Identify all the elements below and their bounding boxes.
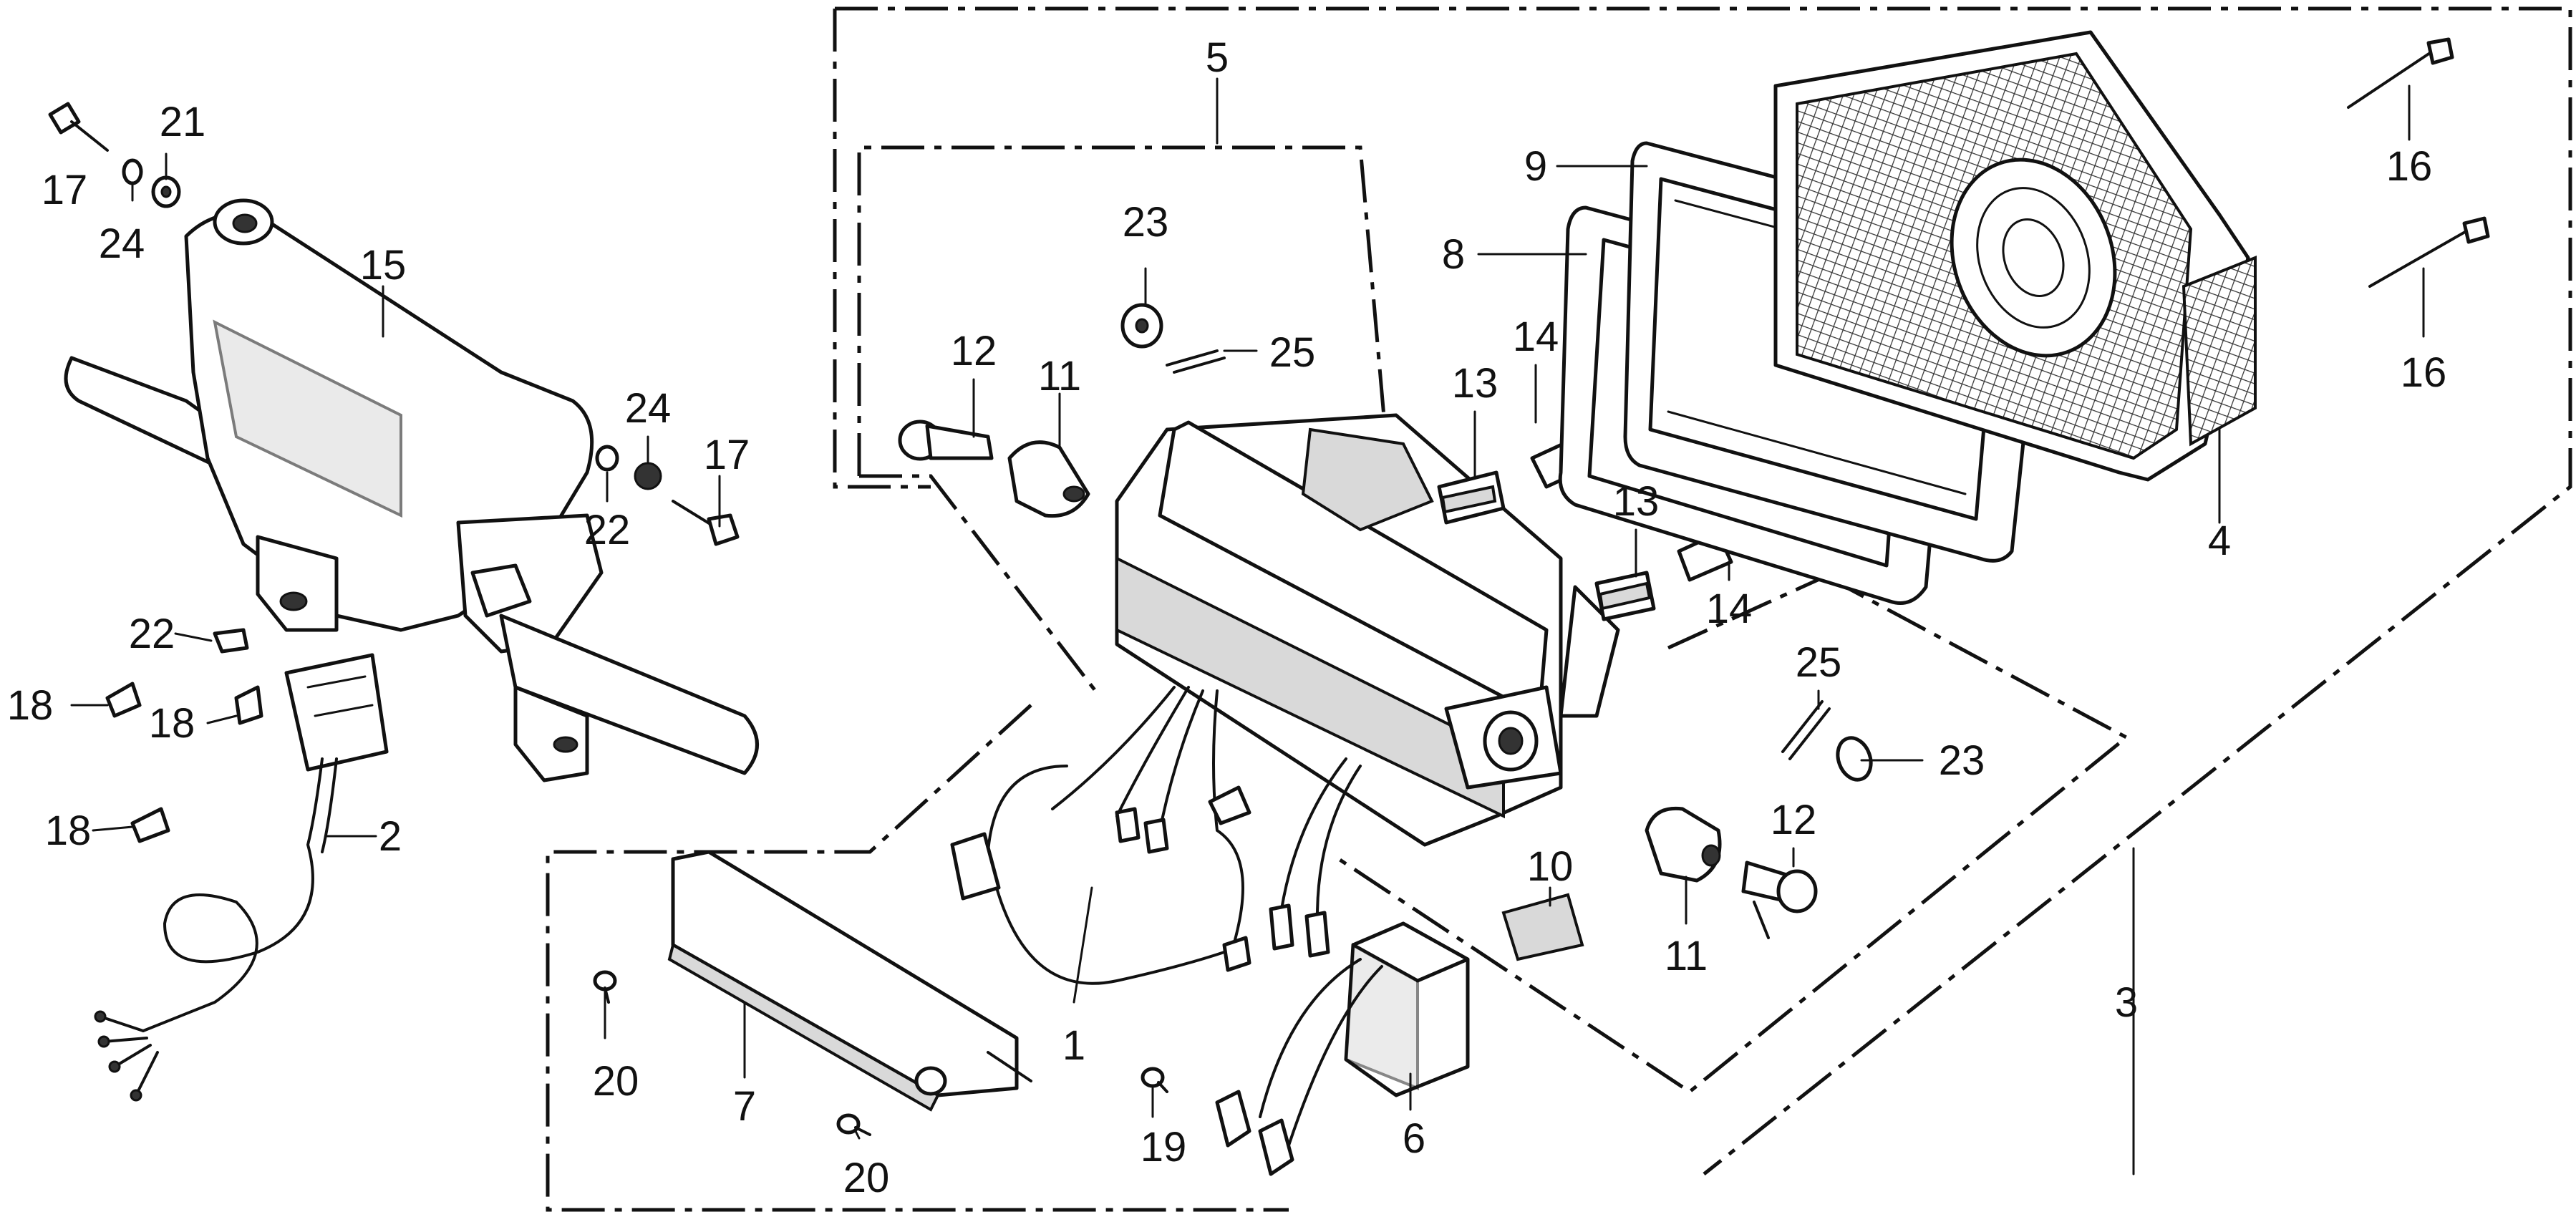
screw-part-20-lower (836, 1113, 871, 1136)
callout-7: 7 (733, 1083, 756, 1130)
callout-23-upper: 23 (1123, 199, 1169, 246)
lens-part-4 (1773, 30, 2257, 482)
callout-22-right: 22 (584, 507, 631, 553)
group-outline-5 (857, 145, 2130, 1095)
clip-part-25-upper (1166, 349, 1226, 374)
callout-18-middle: 18 (149, 700, 195, 747)
cover-plate-part-7 (667, 850, 1032, 1112)
callout-17-left: 17 (42, 167, 88, 213)
leader-lines (70, 77, 2425, 1175)
callout-18-upper-left: 18 (7, 682, 54, 729)
callout-1: 1 (1062, 1022, 1085, 1069)
callout-25-upper: 25 (1269, 329, 1316, 376)
callout-13-lower: 13 (1613, 478, 1660, 525)
bolt-part-16-lower (2368, 216, 2490, 288)
callout-24-left: 24 (99, 220, 145, 267)
callout-10: 10 (1527, 843, 1574, 890)
washer-part-24-left (122, 158, 143, 185)
socket-holder-part-11-lower (1645, 806, 1722, 883)
group-outline-1 (546, 704, 1289, 1212)
wire-harness-part-2 (94, 653, 389, 1102)
callout-17-right: 17 (704, 432, 750, 478)
nut-part-22-left (151, 175, 181, 208)
wiring-part-1 (950, 686, 1362, 985)
callout-8: 8 (1442, 231, 1465, 278)
callout-9: 9 (1524, 143, 1547, 190)
callout-24-right: 24 (625, 385, 672, 432)
grommet-part-10 (1501, 893, 1584, 961)
callout-16-lower: 16 (2401, 349, 2447, 396)
group-outline-3 (833, 6, 2572, 1175)
socket-holder-part-11-upper (1007, 440, 1090, 518)
callout-11-lower: 11 (1665, 933, 1708, 979)
socket-part-12-upper (898, 420, 994, 461)
callout-12-lower: 12 (1771, 797, 1817, 843)
callout-2: 2 (379, 813, 402, 860)
callout-14-upper: 14 (1513, 314, 1559, 360)
clip-part-21 (213, 628, 249, 654)
nut-part-24-right (634, 462, 662, 490)
callout-3: 3 (2115, 979, 2138, 1026)
callout-4: 4 (2208, 518, 2231, 564)
bolt-part-16-upper (2347, 37, 2454, 109)
callout-12-upper: 12 (951, 328, 997, 374)
callout-11-upper: 11 (1038, 353, 1081, 399)
callout-16-upper: 16 (2386, 143, 2433, 190)
callout-21: 22 (129, 611, 175, 657)
bracket-part-15 (64, 198, 759, 782)
washer-part-23-upper (1120, 303, 1163, 349)
callout-19: 19 (1141, 1124, 1187, 1170)
clamp-part-13-upper (1437, 470, 1506, 525)
clip-part-25-lower (1781, 700, 1831, 760)
callout-6: 6 (1403, 1115, 1425, 1162)
grommets-part-18 (105, 682, 263, 843)
callout-25-lower: 25 (1796, 639, 1842, 686)
bolt-part-17-right (672, 500, 740, 546)
callout-5: 5 (1206, 34, 1229, 81)
screw-part-19 (1141, 1067, 1168, 1093)
callout-labels: 5 9 8 16 16 4 3 23 25 12 11 13 14 13 14 … (7, 34, 2447, 1201)
washer-part-23-lower (1836, 736, 1873, 782)
callout-23-lower: 23 (1939, 737, 1985, 784)
callout-13-upper: 13 (1452, 360, 1498, 407)
callout-20-upper: 20 (593, 1058, 639, 1105)
washer-part-22-right (595, 445, 619, 472)
callout-22-left: 21 (160, 99, 206, 145)
callout-20-lower: 20 (843, 1155, 890, 1201)
socket-part-12-lower (1741, 860, 1818, 939)
relay-part-6 (1215, 921, 1470, 1176)
callout-15: 15 (360, 242, 407, 289)
bolt-part-17-left (48, 102, 109, 152)
callout-14-lower: 14 (1706, 586, 1753, 632)
callout-18-lower: 18 (45, 808, 92, 854)
clamp-part-13-lower (1594, 571, 1656, 621)
